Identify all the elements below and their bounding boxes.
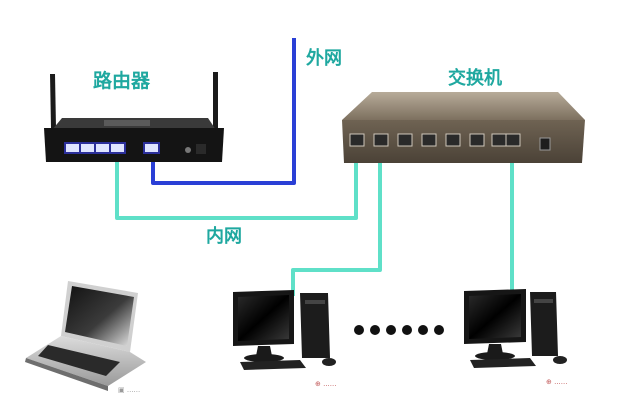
wan-cable [151,38,296,185]
svg-text:▣ ......: ▣ ...... [118,386,140,394]
desktop-computer-icon: ⊕ ...... [464,289,567,386]
laptop-icon: ▣ ...... [25,281,146,394]
router-icon [44,72,224,162]
desktop-computer-icon: ⊕ ...... [233,290,336,388]
svg-text:⊕ ......: ⊕ ...... [315,380,336,388]
lan-cable-router-switch [115,147,358,220]
wan-label: 外网 [306,48,342,69]
switch-label: 交换机 [448,68,502,89]
cables [115,38,514,298]
switch-icon [342,92,585,163]
lan-label: 内网 [206,226,242,247]
svg-text:⊕ ......: ⊕ ...... [546,378,567,386]
router-label: 路由器 [93,70,151,92]
ellipsis-dots-icon [354,325,444,335]
lan-cable-switch-desktop-1 [291,147,382,296]
